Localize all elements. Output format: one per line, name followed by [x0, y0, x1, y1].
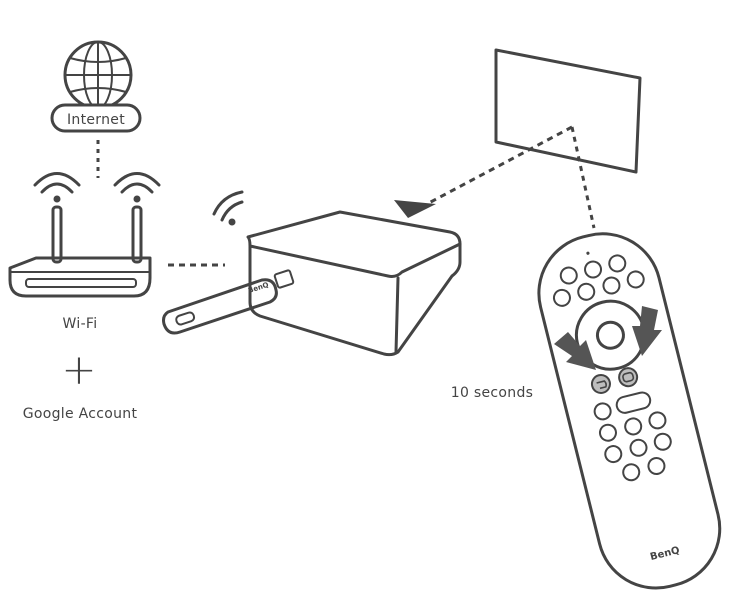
screen-icon — [494, 48, 642, 174]
press-arrow-icon — [554, 332, 596, 370]
press-arrow-icon — [632, 306, 662, 356]
remote-signal-line — [570, 126, 596, 229]
google-account-label: Google Account — [23, 406, 138, 422]
wifi-signal-icon — [33, 172, 81, 203]
projection-arrow — [394, 200, 436, 218]
wifi-signal-icon — [212, 190, 244, 226]
remote-brand-text: BenQ — [649, 545, 681, 563]
duration-label: 10 seconds — [451, 385, 534, 401]
wifi-signal-icon — [113, 172, 161, 203]
home-button-icon — [618, 367, 639, 388]
internet-badge: Internet — [50, 103, 142, 133]
projection-line — [424, 125, 573, 207]
wifi-label: Wi-Fi — [63, 316, 98, 332]
streaming-dongle-icon: BenQ — [162, 269, 295, 335]
internet-label: Internet — [67, 112, 125, 128]
plus-sign: + — [61, 345, 96, 394]
projector-icon — [212, 190, 462, 357]
remote-control-icon: BenQ — [537, 232, 722, 590]
globe-icon — [63, 40, 133, 110]
router-icon — [8, 172, 161, 298]
back-button-icon — [590, 373, 611, 394]
